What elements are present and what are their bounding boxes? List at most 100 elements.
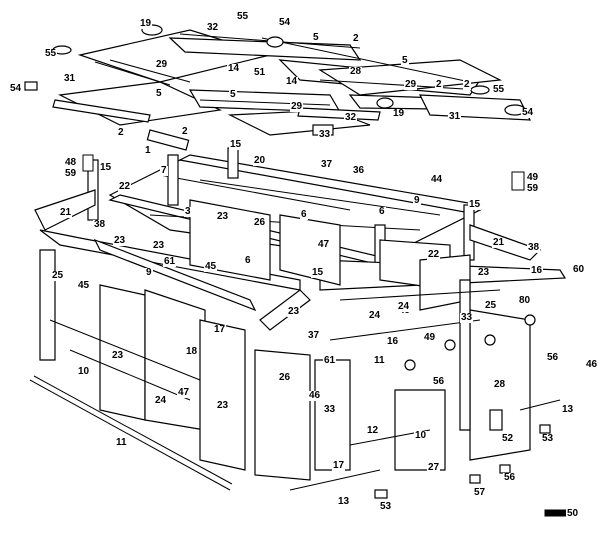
part-label: 37	[320, 159, 334, 170]
part-label: 16	[530, 265, 544, 276]
part-label: 33	[460, 312, 474, 323]
part-label: 32	[344, 112, 358, 123]
part-label: 52	[501, 433, 515, 444]
part-label: 14	[285, 76, 299, 87]
part-label: 47	[177, 387, 191, 398]
part-label: 24	[397, 301, 411, 312]
part-label: 47	[317, 239, 331, 250]
part-label: 6	[244, 255, 252, 266]
part-label: 44	[430, 174, 444, 185]
part-label: 80	[518, 295, 532, 306]
part-label: 28	[349, 66, 363, 77]
part-label: 28	[493, 379, 507, 390]
part-label: 23	[287, 306, 301, 317]
part-label: 56	[432, 376, 446, 387]
part-label: 23	[216, 400, 230, 411]
part-label: 54	[9, 83, 23, 94]
part-label: 17	[213, 324, 227, 335]
part-label: 27	[427, 462, 441, 473]
part-label: 24	[154, 395, 168, 406]
part-label: 16	[386, 336, 400, 347]
part-label: 49	[423, 332, 437, 343]
part-label: 19	[392, 108, 406, 119]
part-label: 2	[117, 127, 125, 138]
part-label: 31	[448, 111, 462, 122]
part-label: 9	[145, 267, 153, 278]
part-label: 10	[414, 430, 428, 441]
part-label: 5	[312, 32, 320, 43]
part-label: 23	[111, 350, 125, 361]
part-label: 2	[435, 79, 443, 90]
part-label: 54	[521, 107, 535, 118]
part-label: 50	[566, 508, 580, 519]
part-label: 14	[227, 63, 241, 74]
part-label: 46	[585, 359, 599, 370]
part-label: 23	[152, 240, 166, 251]
part-label: 55	[236, 11, 250, 22]
part-label: 15	[468, 199, 482, 210]
part-label: 15	[229, 139, 243, 150]
part-label: 33	[318, 129, 332, 140]
part-label: 11	[115, 437, 128, 448]
part-label: 22	[118, 181, 132, 192]
part-label: 54	[278, 17, 292, 28]
part-label: 49	[526, 172, 540, 183]
part-label: 22	[427, 249, 441, 260]
part-label: 15	[311, 267, 325, 278]
part-label: 2	[181, 126, 189, 137]
shed-frame	[29, 147, 576, 517]
part-label: 9	[413, 195, 421, 206]
part-label: 25	[484, 300, 498, 311]
part-label: 26	[278, 372, 292, 383]
part-label: 24	[368, 310, 382, 321]
part-label: 12	[366, 425, 380, 436]
part-label: 10	[77, 366, 91, 377]
part-label: 20	[253, 155, 267, 166]
part-label: 55	[44, 48, 58, 59]
part-label: 31	[63, 73, 77, 84]
part-label: 6	[300, 209, 308, 220]
part-label: 59	[64, 168, 78, 179]
part-label: 18	[185, 346, 199, 357]
part-label: 33	[323, 404, 337, 415]
part-label: 5	[229, 89, 237, 100]
part-label: 29	[155, 59, 169, 70]
part-label: 53	[379, 501, 393, 512]
part-label: 37	[307, 330, 321, 341]
part-label: 13	[337, 496, 351, 507]
part-label: 57	[473, 487, 487, 498]
part-label: 5	[155, 88, 163, 99]
part-label: 21	[492, 237, 506, 248]
part-label: 13	[561, 404, 575, 415]
part-label: 26	[253, 217, 267, 228]
part-label: 56	[503, 472, 517, 483]
part-label: 11	[373, 355, 386, 366]
part-label: 5	[401, 55, 409, 66]
part-label: 29	[290, 101, 304, 112]
part-label: 2	[463, 79, 471, 90]
roof-assembly	[24, 24, 531, 151]
part-label: 23	[477, 267, 491, 278]
part-label: 6	[378, 206, 386, 217]
part-label: 59	[526, 183, 540, 194]
part-label: 7	[160, 165, 168, 176]
part-label: 46	[308, 390, 322, 401]
part-label: 38	[527, 242, 541, 253]
part-label: 19	[139, 18, 153, 29]
part-label: 17	[332, 460, 346, 471]
part-label: 51	[253, 67, 267, 78]
part-label: 2	[352, 33, 360, 44]
part-label: 48	[64, 157, 78, 168]
part-label: 21	[59, 207, 73, 218]
part-label: 15	[99, 162, 113, 173]
part-label: 45	[77, 280, 91, 291]
part-label: 32	[206, 22, 220, 33]
part-label: 53	[541, 433, 555, 444]
part-label: 38	[93, 219, 107, 230]
part-label: 23	[216, 211, 230, 222]
part-label: 61	[323, 355, 337, 366]
part-label: 45	[204, 261, 218, 272]
part-label: 25	[51, 270, 65, 281]
part-label: 56	[546, 352, 560, 363]
